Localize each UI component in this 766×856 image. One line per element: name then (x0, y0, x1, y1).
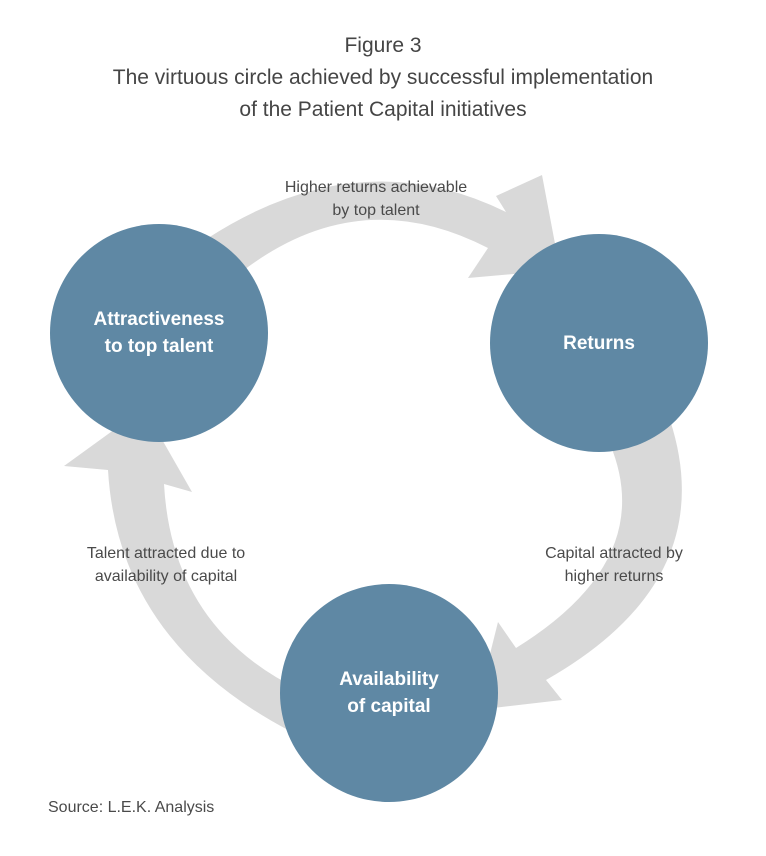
node-label: Availability of capital (339, 666, 439, 720)
figure-header: Figure 3 The virtuous circle achieved by… (0, 30, 766, 126)
edge-label-line: by top talent (332, 202, 420, 219)
node-label: Returns (563, 330, 635, 357)
edge-label-returns-to-capital: Capital attracted by higher returns (514, 542, 714, 588)
node-attractiveness-to-top-talent: Attractiveness to top talent (50, 224, 268, 442)
node-returns: Returns (490, 234, 708, 452)
node-label: Attractiveness to top talent (94, 306, 225, 360)
node-label-line: of capital (347, 696, 431, 717)
source-note: Source: L.E.K. Analysis (48, 799, 215, 816)
arrow-returns-to-capital (476, 420, 682, 710)
figure-title-line-1: The virtuous circle achieved by successf… (112, 66, 654, 89)
edge-label-line: Capital attracted by (545, 545, 683, 562)
node-label-line: to top talent (104, 336, 214, 357)
node-label-line: Returns (563, 332, 635, 354)
edge-label-line: Higher returns achievable (284, 179, 468, 196)
arrow-capital-to-talent (64, 408, 300, 730)
figure-label: Figure 3 (344, 34, 422, 57)
figure-title-line-2: of the Patient Capital initiatives (239, 98, 527, 121)
node-label-line: Availability (339, 669, 439, 690)
edge-label-talent-to-returns: Higher returns achievable by top talent (256, 176, 496, 222)
edge-label-line: Talent attracted due to (86, 545, 246, 562)
node-availability-of-capital: Availability of capital (280, 584, 498, 802)
edge-label-capital-to-talent: Talent attracted due to availability of … (56, 542, 276, 588)
edge-label-line: higher returns (564, 568, 664, 585)
edge-label-line: availability of capital (94, 568, 238, 585)
arrow-talent-to-returns (208, 175, 560, 278)
node-label-line: Attractiveness (93, 309, 225, 330)
